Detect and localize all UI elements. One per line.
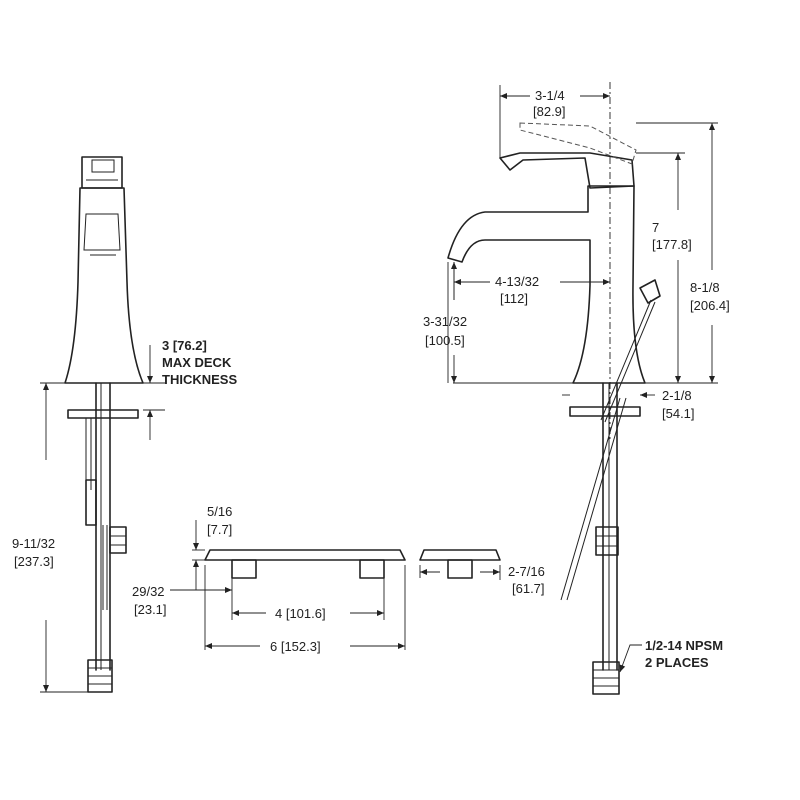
dim-spout-height-in: 3-31/32 xyxy=(423,314,467,329)
dim-spout-height-mm: [100.5] xyxy=(425,333,465,348)
dim-spout-reach-mm: [112] xyxy=(500,291,528,306)
dim-spout-reach-in: 4-13/32 xyxy=(495,274,539,289)
front-view xyxy=(40,156,165,693)
dim-base-dia-mm: [54.1] xyxy=(662,406,695,421)
dim-height-8-mm: [206.4] xyxy=(690,298,730,313)
dim-plate-offset-in: 29/32 xyxy=(132,584,165,599)
dim-thread-line2: 2 PLACES xyxy=(645,655,709,670)
dim-top-width-in: 3-1/4 xyxy=(535,88,565,103)
dim-plate-thick-in: 5/16 xyxy=(207,504,232,519)
dimension-labels: 3-1/4 [82.9] 7 [177.8] 8-1/8 [206.4] 4-1… xyxy=(12,88,730,670)
dim-height-7-in: 7 xyxy=(652,220,659,235)
deck-plates xyxy=(170,520,501,650)
dim-overall-mm: [237.3] xyxy=(14,554,54,569)
dim-plate-width: 6 [152.3] xyxy=(270,639,321,654)
dim-max-deck-line2: MAX DECK xyxy=(162,355,232,370)
dim-small-plate-mm: [61.7] xyxy=(512,581,545,596)
dim-thread-line1: 1/2-14 NPSM xyxy=(645,638,723,653)
dim-top-width-mm: [82.9] xyxy=(533,104,566,119)
dim-height-8-in: 8-1/8 xyxy=(690,280,720,295)
side-view xyxy=(447,82,718,695)
dim-height-7-mm: [177.8] xyxy=(652,237,692,252)
dim-base-dia-in: 2-1/8 xyxy=(662,388,692,403)
dim-max-deck-line3: THICKNESS xyxy=(162,372,237,387)
dim-centers: 4 [101.6] xyxy=(275,606,326,621)
dim-max-deck-line1: 3 [76.2] xyxy=(162,338,207,353)
dim-plate-thick-mm: [7.7] xyxy=(207,522,232,537)
dim-overall-in: 9-11/32 xyxy=(12,536,55,551)
dim-plate-offset-mm: [23.1] xyxy=(134,602,167,617)
dim-small-plate-in: 2-7/16 xyxy=(508,564,545,579)
